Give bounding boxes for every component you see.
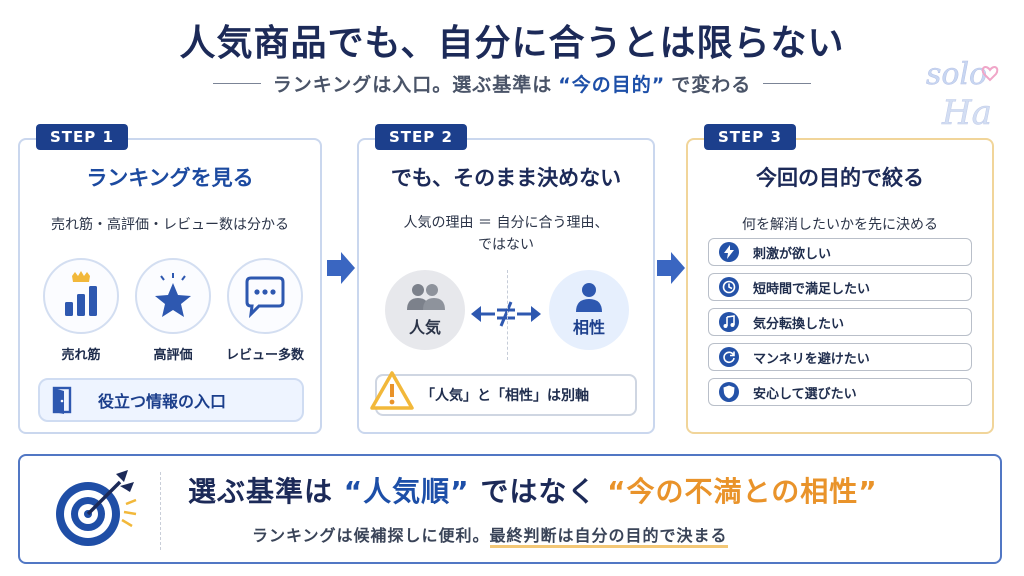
popularity-circle: 人気 — [385, 270, 465, 350]
clock-icon — [719, 277, 739, 297]
conclusion-sub: ランキングは候補探しに便利。最終判断は自分の目的で決まる — [252, 522, 728, 548]
lightning-icon — [719, 242, 739, 262]
page-title: 人気商品でも、自分に合うとは限らない — [179, 23, 845, 64]
step-2-desc: 人気の理由 ＝ 自分に合う理由、 ではない — [359, 212, 653, 256]
purpose-item: 短時間で満足したい — [708, 273, 972, 301]
person-icon — [576, 283, 602, 312]
metric-many-reviews: レビュー多数 — [222, 258, 308, 363]
metric-high-rating: 高評価 — [130, 258, 216, 363]
step-2-tag: STEP 2 — [375, 124, 467, 150]
subtitle-line-right — [763, 82, 812, 85]
door-icon — [52, 386, 72, 414]
music-note-icon — [719, 312, 739, 332]
svg-text:solo: solo — [926, 57, 987, 92]
purpose-item: 安心して選びたい — [708, 378, 972, 406]
step-1-tag: STEP 1 — [36, 124, 128, 150]
subtitle-line-left — [212, 82, 261, 85]
purpose-label: 気分転換したい — [753, 316, 845, 332]
step-1-card: STEP 1 ランキングを見る 売れ筋・高評価・レビュー数は分かる 売れ筋 高評… — [18, 124, 322, 434]
chat-bubble-icon — [227, 258, 303, 334]
brand-logo: solo Ha — [926, 57, 999, 133]
arrow-right-icon — [327, 252, 355, 284]
warning-icon — [370, 371, 414, 410]
not-equal-icon — [471, 301, 541, 327]
purpose-item: 刺激が欲しい — [708, 238, 972, 266]
star-icon — [135, 258, 211, 334]
step-3-title: 今回の目的で絞る — [756, 166, 924, 190]
subtitle: ランキングは入口。選ぶ基準は “今の目的” で変わる — [0, 70, 1024, 97]
subtitle-post: で変わる — [671, 74, 752, 96]
purpose-label: 短時間で満足したい — [753, 281, 871, 297]
shield-icon — [719, 382, 739, 402]
step-3-desc: 何を解消したいかを先に決める — [742, 217, 938, 233]
svg-text:Ha: Ha — [941, 93, 992, 133]
conclusion-sub-underlined: 最終判断は自分の目的で決まる — [489, 526, 728, 548]
step-3-card: STEP 3 今回の目的で絞る 何を解消したいかを先に決める 刺激が欲しい 短時… — [686, 124, 994, 434]
popularity-label: 人気 — [408, 318, 441, 337]
compatibility-circle: 相性 — [549, 270, 629, 350]
subtitle-highlight: “今の目的” — [558, 74, 666, 96]
metric-label: 売れ筋 — [61, 348, 101, 363]
metric-label: 高評価 — [153, 348, 193, 363]
people-icon — [407, 284, 445, 310]
step-1-title: ランキングを見る — [86, 166, 254, 190]
purpose-label: 安心して選びたい — [753, 386, 857, 402]
purpose-item: マンネリを避けたい — [708, 343, 972, 371]
conclusion-mid: ではなく — [480, 475, 597, 508]
conclusion-box: 選ぶ基準は “人気順” ではなく “今の不満との相性” ランキングは候補探しに便… — [18, 454, 1002, 564]
step-2-desc-line1: 人気の理由 ＝ 自分に合う理由、 — [403, 215, 609, 231]
compatibility-label: 相性 — [572, 318, 605, 337]
conclusion-sub-pre: ランキングは候補探しに便利。 — [252, 526, 490, 545]
conclusion-compatibility: “今の不満との相性” — [607, 475, 878, 508]
purpose-label: マンネリを避けたい — [753, 351, 870, 367]
conclusion-pre: 選ぶ基準は — [188, 475, 334, 508]
divider — [507, 270, 508, 360]
step-1-desc: 売れ筋・高評価・レビュー数は分かる — [51, 217, 289, 233]
crown-bar-chart-icon — [43, 258, 119, 334]
purpose-label: 刺激が欲しい — [753, 246, 832, 262]
conclusion-popular: “人気順” — [343, 475, 470, 508]
entry-text: 役立つ情報の入口 — [98, 392, 227, 411]
conclusion-main: 選ぶ基準は “人気順” ではなく “今の不満との相性” — [188, 470, 878, 510]
divider — [160, 472, 161, 550]
step-2-title: でも、そのまま決めない — [390, 166, 622, 190]
entry-box: 役立つ情報の入口 — [38, 378, 304, 422]
subtitle-pre: ランキングは入口。選ぶ基準は — [272, 74, 553, 96]
metric-label: レビュー多数 — [225, 348, 304, 363]
step-3-tag: STEP 3 — [704, 124, 796, 150]
purpose-item: 気分転換したい — [708, 308, 972, 336]
warning-text: 「人気」と「相性」は別軸 — [421, 388, 589, 404]
refresh-icon — [719, 347, 739, 367]
step-2-desc-line2: ではない — [478, 237, 534, 253]
warning-box: 「人気」と「相性」は別軸 — [370, 371, 637, 416]
step-2-card: STEP 2 でも、そのまま決めない 人気の理由 ＝ 自分に合う理由、 ではない… — [357, 124, 655, 434]
arrow-right-icon — [657, 252, 685, 284]
metric-best-seller: 売れ筋 — [38, 258, 124, 363]
target-icon — [56, 470, 137, 546]
